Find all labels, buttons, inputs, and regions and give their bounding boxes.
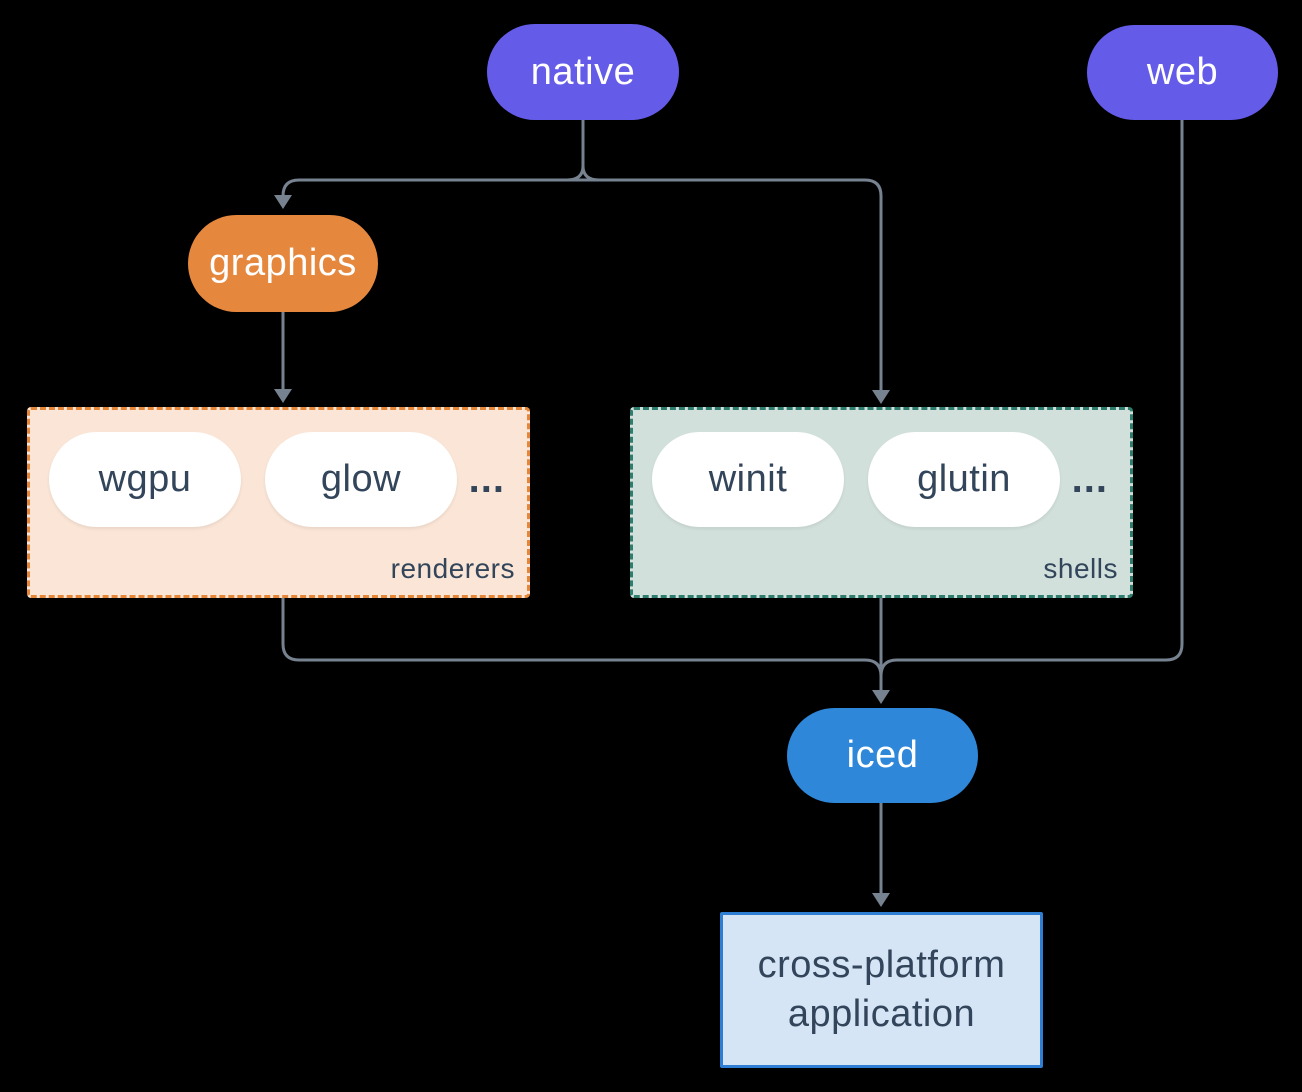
node-glow-label: glow <box>320 458 402 500</box>
edge-split-bar <box>281 178 883 197</box>
node-web: web <box>1087 25 1278 120</box>
edge-web-down <box>879 120 1184 677</box>
node-winit-label: winit <box>708 458 788 500</box>
arrowhead-to-iced <box>872 690 890 704</box>
node-iced-label: iced <box>846 734 919 776</box>
node-iced: iced <box>787 708 978 803</box>
node-web-label: web <box>1146 51 1219 93</box>
edge-native-stem-flare-right <box>581 120 600 182</box>
edge-renderers-down <box>281 598 883 677</box>
node-native: native <box>487 24 679 120</box>
shells-group-label: shells <box>1043 553 1118 584</box>
renderers-ellipsis: ... <box>468 457 505 501</box>
shells-ellipsis: ... <box>1071 457 1108 501</box>
node-glutin: glutin <box>868 432 1060 527</box>
group-shells: winit glutin ... shells <box>630 407 1133 598</box>
edge-native-stem-flare-left <box>566 120 585 182</box>
node-glow: glow <box>265 432 457 527</box>
arrowhead-to-renderers <box>274 389 292 403</box>
node-winit: winit <box>652 432 844 527</box>
node-graphics-label: graphics <box>209 242 357 284</box>
arrowhead-to-shells <box>872 390 890 404</box>
arrowhead-to-graphics <box>274 195 292 209</box>
node-wgpu: wgpu <box>49 432 241 527</box>
arrowhead-to-app <box>872 893 890 907</box>
node-glutin-label: glutin <box>917 458 1011 500</box>
node-native-label: native <box>530 50 636 93</box>
node-wgpu-label: wgpu <box>98 458 192 500</box>
renderers-group-label: renderers <box>390 553 515 584</box>
group-renderers: wgpu glow ... renderers <box>27 407 530 598</box>
node-cross-platform-application: cross-platform application <box>720 912 1043 1068</box>
node-graphics: graphics <box>188 215 378 312</box>
app-box-label: cross-platform application <box>757 944 1006 1035</box>
